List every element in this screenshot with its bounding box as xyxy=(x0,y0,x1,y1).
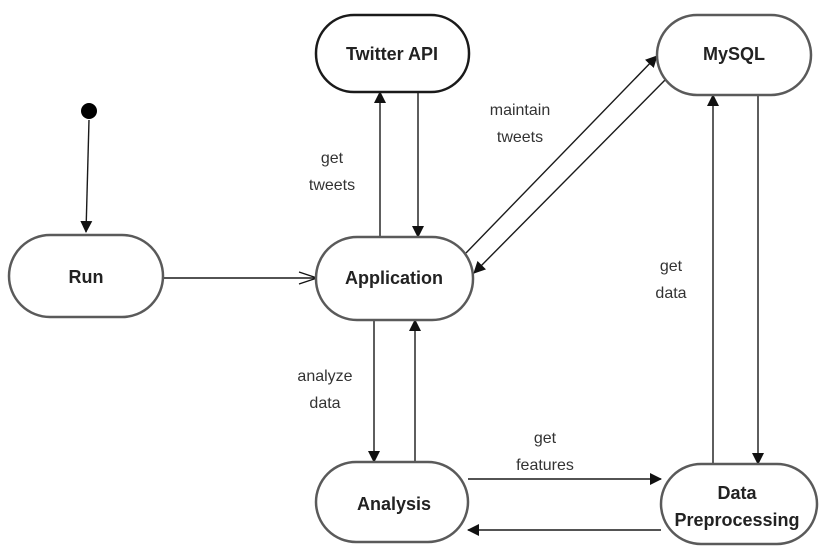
label-analyze-data-line2: data xyxy=(309,395,340,412)
state-twitter-api-label: Twitter API xyxy=(346,44,438,64)
state-mysql-label: MySQL xyxy=(703,44,765,64)
state-data-preprocessing-label-line1: Data xyxy=(717,483,757,503)
initial-state-dot xyxy=(81,103,97,119)
state-run-label: Run xyxy=(69,267,104,287)
label-get-data-line1: get xyxy=(660,258,683,275)
state-run: Run xyxy=(7,233,165,319)
label-get-features-line2: features xyxy=(516,457,574,474)
label-get-features-line1: get xyxy=(534,430,557,447)
label-get-tweets-line1: get xyxy=(321,150,344,167)
state-mysql: MySQL xyxy=(655,13,813,97)
state-application: Application xyxy=(314,235,475,322)
state-analysis: Analysis xyxy=(314,460,470,544)
label-maintain-tweets-line2: tweets xyxy=(497,129,543,146)
state-data-preprocessing-label-line2: Preprocessing xyxy=(674,510,799,530)
state-twitter-api: Twitter API xyxy=(314,13,471,94)
state-application-label: Application xyxy=(345,268,443,288)
edge-application-to-mysql xyxy=(465,55,658,254)
label-get-tweets-line2: tweets xyxy=(309,177,355,194)
state-analysis-label: Analysis xyxy=(357,494,431,514)
edge-start-to-run xyxy=(80,119,93,233)
label-get-data-line2: data xyxy=(655,285,686,302)
edge-mysql-to-application xyxy=(473,77,668,274)
label-analyze-data-line1: analyze xyxy=(297,368,352,385)
label-maintain-tweets-line1: maintain xyxy=(490,102,550,119)
state-data-preprocessing: Data Preprocessing xyxy=(659,462,819,546)
